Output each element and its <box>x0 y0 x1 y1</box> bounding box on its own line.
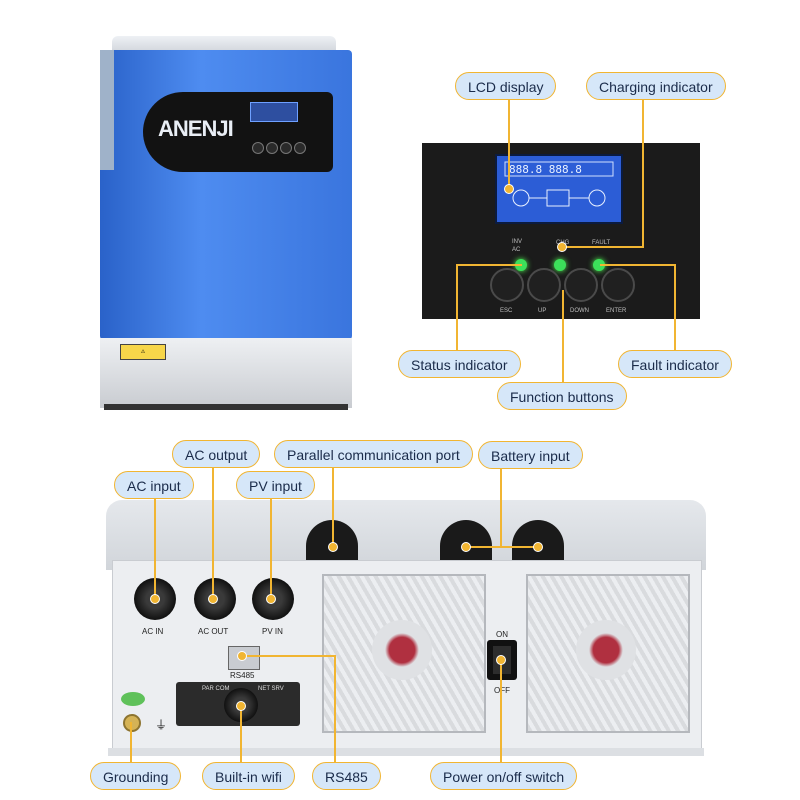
lcd-screen: 888.8 888.8 <box>495 154 623 224</box>
mini-button <box>294 142 306 154</box>
mini-button <box>252 142 264 154</box>
label-esc: ESC <box>500 308 513 314</box>
callout-function-buttons: Function buttons <box>497 382 627 410</box>
callout-ac-input: AC input <box>114 471 194 499</box>
leader-line <box>500 468 502 548</box>
grounding-sticker <box>121 692 145 706</box>
leader-dot <box>208 594 218 604</box>
label-par-com: PAR COM <box>202 686 230 692</box>
leader-line <box>562 290 564 382</box>
cooling-fan-right <box>526 574 690 733</box>
leader-line <box>242 655 336 657</box>
svg-text:888.8 888.8: 888.8 888.8 <box>509 163 582 176</box>
unit-feet <box>104 404 348 410</box>
leader-line <box>332 467 334 547</box>
up-button[interactable] <box>527 268 561 302</box>
fault-led <box>593 259 605 271</box>
callout-ac-output: AC output <box>172 440 261 468</box>
leader-dot <box>266 594 276 604</box>
label-ac-out: AC OUT <box>198 627 229 636</box>
leader-line <box>500 660 502 762</box>
battery-gland-2 <box>512 520 564 560</box>
leader-line <box>600 264 676 266</box>
label-ac: AC <box>512 247 521 253</box>
charging-led <box>554 259 566 271</box>
rear-base <box>108 748 704 756</box>
lcd-icons: 888.8 888.8 <box>504 161 614 207</box>
esc-button[interactable] <box>490 268 524 302</box>
label-net-srv: NET SRV <box>258 686 284 692</box>
fan-hub-left <box>372 620 432 680</box>
label-up: UP <box>538 308 547 314</box>
leader-line <box>562 246 644 248</box>
label-enter: ENTER <box>606 308 627 314</box>
label-ac-in: AC IN <box>142 627 164 636</box>
leader-dot <box>328 542 338 552</box>
callout-grounding: Grounding <box>90 762 182 790</box>
callout-pv-input: PV input <box>236 471 315 499</box>
unit-side-bracket <box>100 50 114 170</box>
label-fault: FAULT <box>592 240 611 246</box>
callout-status-indicator: Status indicator <box>398 350 521 378</box>
callout-parallel-port: Parallel communication port <box>274 440 473 468</box>
callout-fault-indicator: Fault indicator <box>618 350 732 378</box>
leader-dot <box>557 242 567 252</box>
leader-dot <box>496 655 506 665</box>
label-rs485: RS485 <box>230 671 255 680</box>
front-mini-lcd <box>250 102 298 122</box>
leader-line <box>456 264 522 266</box>
battery-gland-1 <box>440 520 492 560</box>
callout-builtin-wifi: Built-in wifi <box>202 762 295 790</box>
enter-button[interactable] <box>601 268 635 302</box>
grounding-terminal <box>123 714 141 732</box>
mini-button <box>266 142 278 154</box>
label-on: ON <box>496 630 508 639</box>
callout-charging-indicator: Charging indicator <box>586 72 726 100</box>
leader-line <box>270 498 272 599</box>
leader-dot <box>237 651 247 661</box>
leader-line <box>154 498 156 599</box>
leader-line <box>456 264 458 350</box>
label-inv: INV <box>512 239 523 245</box>
leader-line <box>674 264 676 350</box>
callout-rs485: RS485 <box>312 762 381 790</box>
label-pv-in: PV IN <box>262 627 283 636</box>
down-button[interactable] <box>564 268 598 302</box>
leader-dot <box>533 542 543 552</box>
leader-line <box>466 546 540 548</box>
caution-sticker: ⚠ <box>120 344 166 360</box>
leader-line <box>508 99 510 187</box>
leader-line <box>212 467 214 599</box>
leader-dot <box>504 184 514 194</box>
leader-line <box>130 722 132 762</box>
callout-lcd-display: LCD display <box>455 72 557 100</box>
leader-dot <box>150 594 160 604</box>
leader-dot <box>236 701 246 711</box>
callout-battery-input: Battery input <box>478 441 583 469</box>
label-off: OFF <box>494 686 510 695</box>
label-down: DOWN <box>570 308 589 314</box>
leader-line <box>240 706 242 762</box>
leader-line <box>334 655 336 762</box>
rear-top-cover <box>106 500 706 570</box>
leader-dot <box>461 542 471 552</box>
callout-power-switch: Power on/off switch <box>430 762 578 790</box>
fan-hub-right <box>576 620 636 680</box>
ground-symbol-icon: ⏚ <box>155 718 168 732</box>
front-display-panel <box>143 92 333 172</box>
leader-line <box>642 99 644 247</box>
brand-logo: ANENJI <box>158 116 234 141</box>
mini-button <box>280 142 292 154</box>
